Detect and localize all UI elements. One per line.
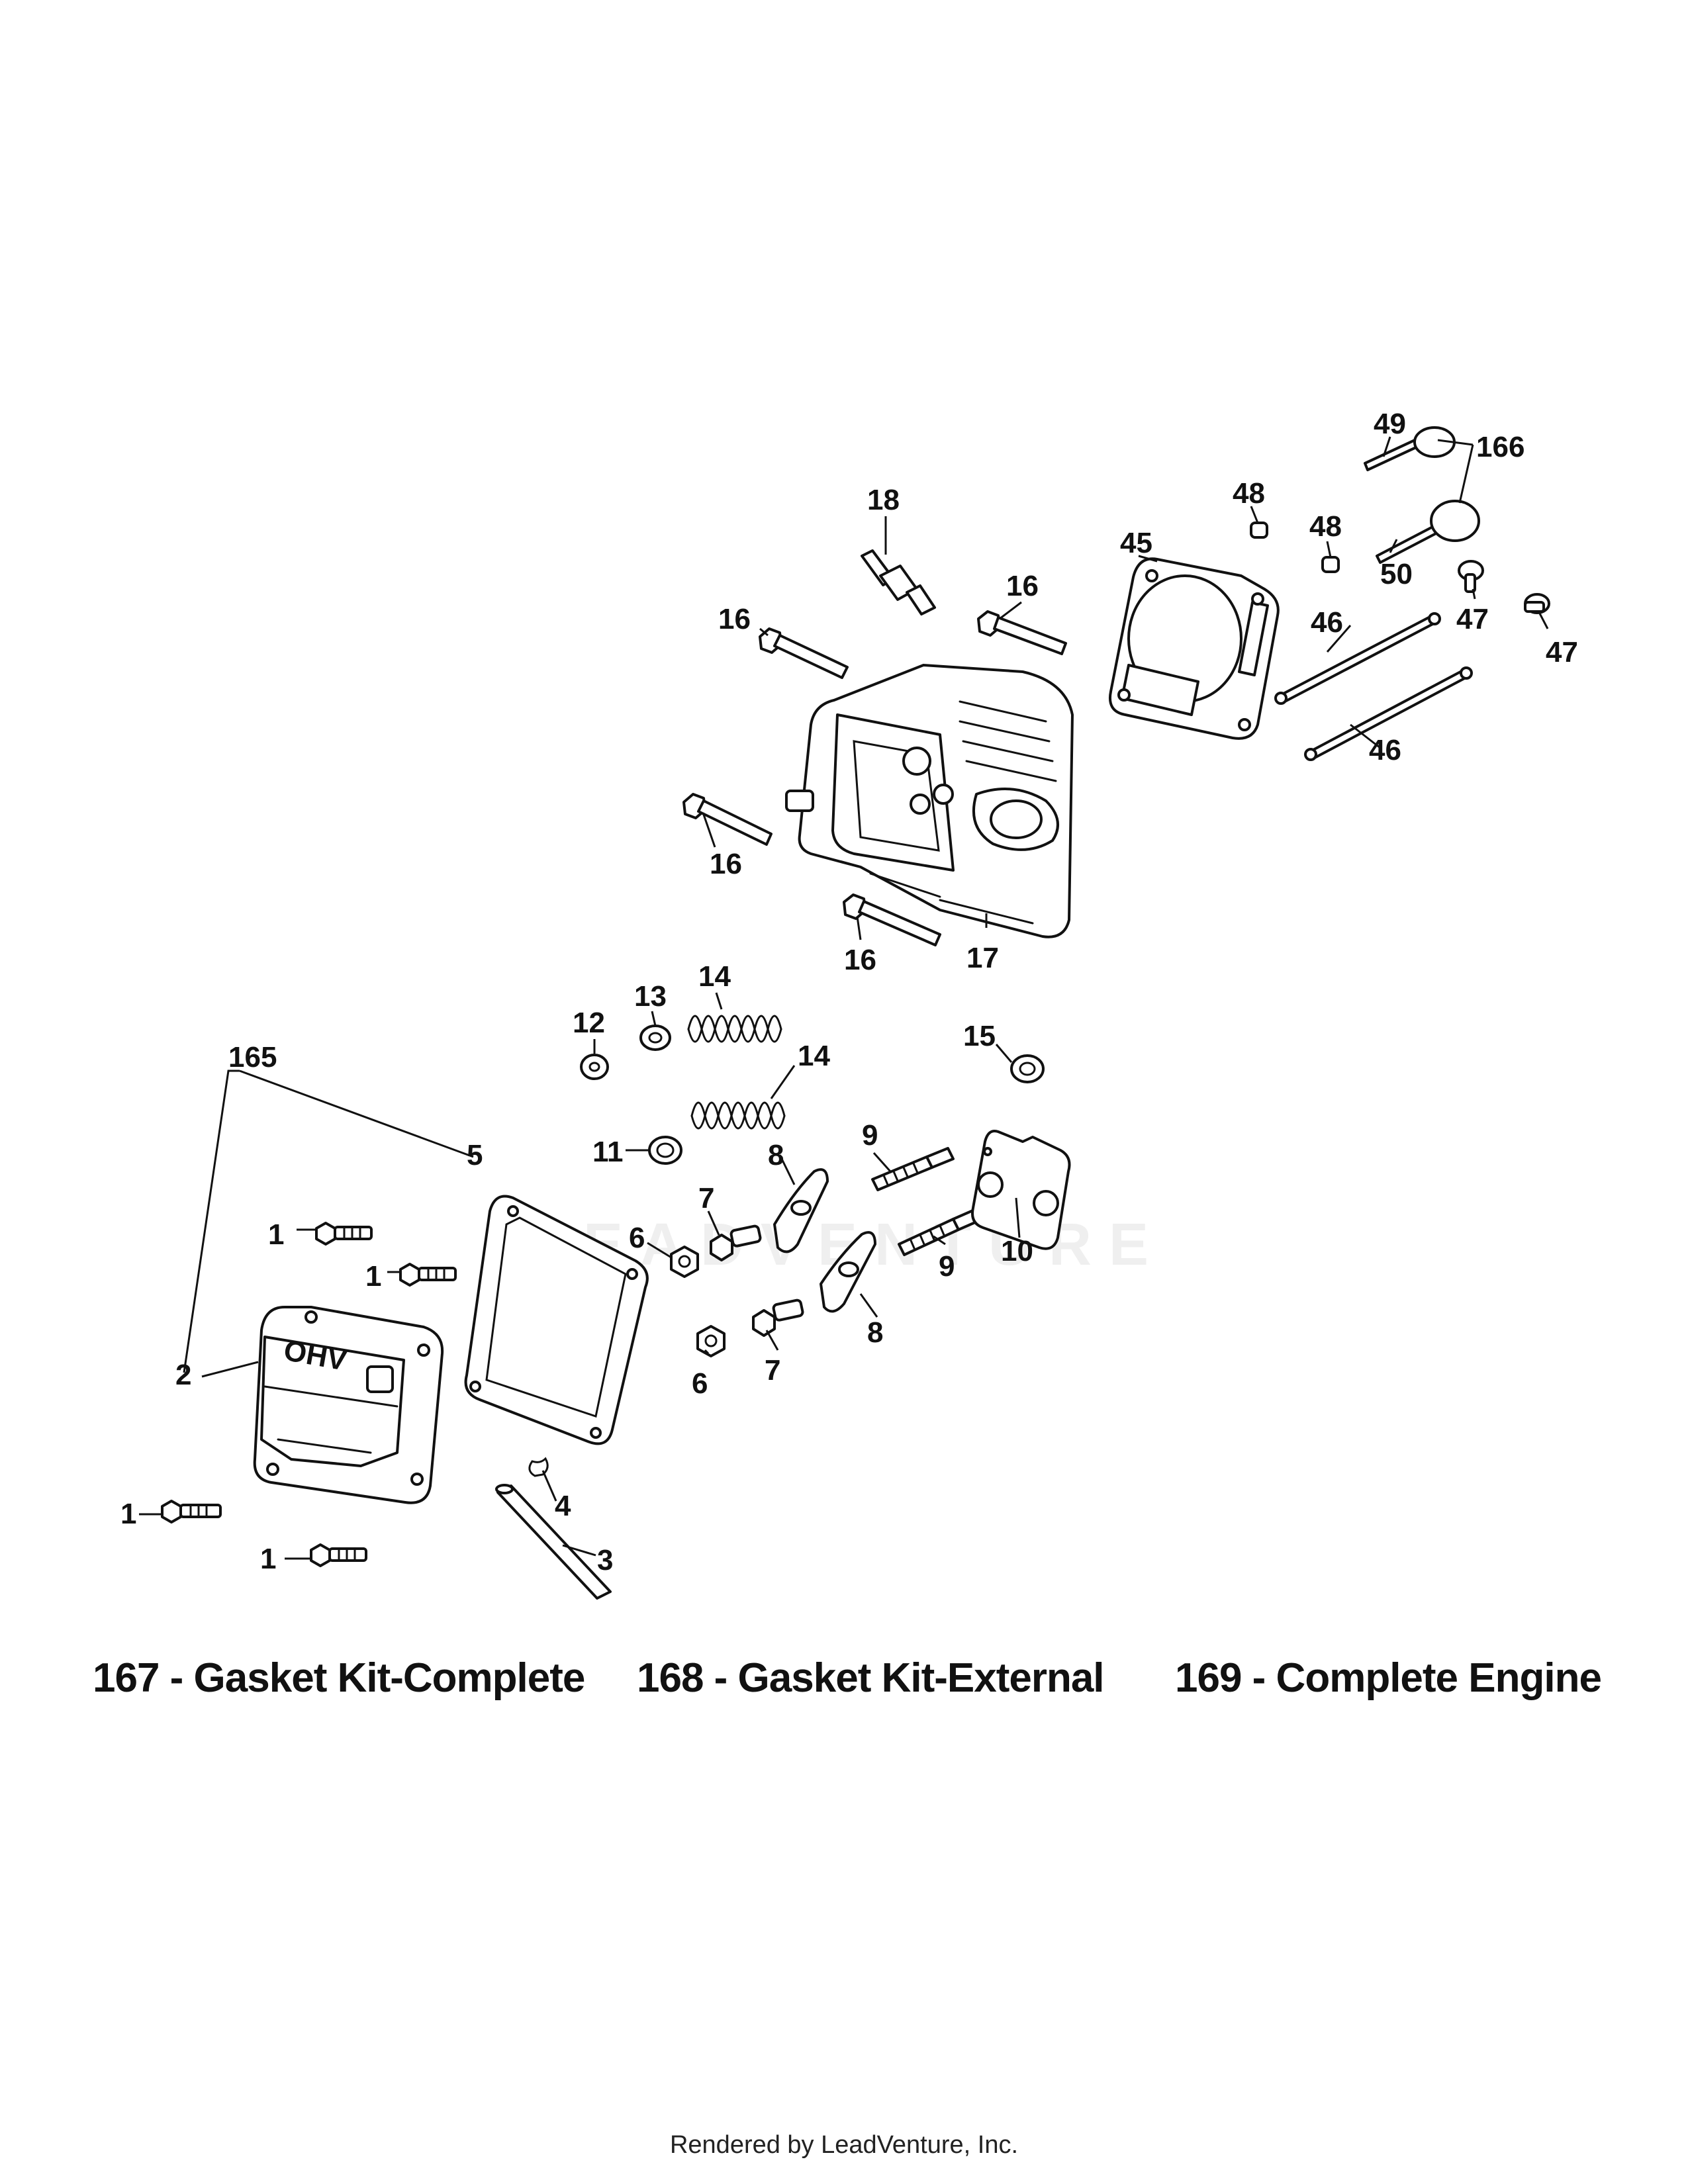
callout-6: 6 — [629, 1222, 645, 1254]
callout-47: 47 — [1456, 603, 1489, 635]
rocker-nut[interactable] — [670, 1246, 699, 1278]
callout-15: 15 — [963, 1020, 996, 1052]
callout-18: 18 — [867, 484, 900, 516]
head-bolt[interactable] — [759, 627, 849, 679]
valve-keeper[interactable] — [1321, 556, 1340, 573]
guide-plate[interactable] — [971, 1130, 1071, 1250]
callout-12: 12 — [573, 1007, 605, 1039]
callout-46: 46 — [1311, 606, 1343, 639]
callout-50: 50 — [1380, 558, 1413, 590]
callout-3: 3 — [597, 1544, 613, 1576]
callout-5: 5 — [467, 1139, 483, 1171]
callout-47: 47 — [1546, 636, 1578, 668]
leader-lines — [139, 436, 1549, 1560]
callout-7: 7 — [765, 1354, 780, 1387]
callout-1: 1 — [365, 1260, 381, 1293]
cover-bolt[interactable] — [315, 1222, 373, 1246]
exhaust-valve[interactable] — [1364, 426, 1456, 471]
kit-169-label[interactable]: 169 - Complete Engine — [1175, 1655, 1602, 1701]
pivot-bolt[interactable] — [710, 1224, 762, 1261]
callout-10: 10 — [1001, 1235, 1033, 1267]
rocker-arm[interactable] — [820, 1231, 876, 1313]
callout-16: 16 — [1006, 570, 1039, 602]
callout-48: 48 — [1309, 510, 1342, 543]
pushrod[interactable] — [1304, 666, 1473, 761]
callout-labels: 165 2 5 1 1 1 1 3 4 6 6 7 7 8 8 9 9 10 1… — [120, 408, 1578, 1576]
valve-washer[interactable] — [580, 1054, 609, 1080]
rocker-bushing[interactable] — [1010, 1054, 1045, 1083]
valve-keeper[interactable] — [1250, 522, 1268, 539]
callout-1: 1 — [260, 1543, 276, 1575]
kit-167-label[interactable]: 167 - Gasket Kit-Complete — [93, 1655, 585, 1701]
valve-tappet[interactable] — [1524, 593, 1550, 614]
callout-49: 49 — [1374, 408, 1406, 440]
callout-14: 14 — [798, 1040, 830, 1072]
cover-bolt[interactable] — [399, 1263, 457, 1287]
rocker-arm[interactable] — [773, 1168, 829, 1253]
valve-cover[interactable]: OHV — [253, 1306, 444, 1504]
callout-11: 11 — [592, 1136, 624, 1168]
valve-seal[interactable] — [648, 1136, 682, 1165]
callout-8: 8 — [768, 1139, 784, 1171]
breather-tube[interactable] — [495, 1484, 612, 1600]
cover-bolt[interactable] — [161, 1500, 222, 1524]
callout-8: 8 — [867, 1316, 883, 1349]
callout-9: 9 — [939, 1250, 955, 1283]
rocker-nut[interactable] — [696, 1325, 726, 1357]
head-bolt[interactable] — [843, 893, 941, 946]
callout-166: 166 — [1476, 431, 1524, 463]
tube-clip[interactable] — [528, 1457, 549, 1477]
rocker-stud[interactable] — [871, 1147, 955, 1191]
callout-1: 1 — [268, 1218, 284, 1251]
kit-168-label[interactable]: 168 - Gasket Kit-External — [637, 1655, 1105, 1701]
callout-16: 16 — [718, 603, 751, 635]
spark-plug[interactable] — [861, 549, 936, 615]
callout-46: 46 — [1369, 734, 1401, 766]
callout-1: 1 — [120, 1498, 136, 1530]
callout-165: 165 — [228, 1041, 277, 1073]
callout-9: 9 — [862, 1119, 878, 1152]
callout-14: 14 — [698, 960, 731, 993]
valve-cover-gasket[interactable] — [464, 1195, 649, 1445]
intake-valve[interactable] — [1376, 500, 1480, 564]
callout-17: 17 — [966, 942, 999, 974]
cylinder-head[interactable] — [785, 664, 1074, 938]
callout-7: 7 — [698, 1182, 714, 1214]
callout-45: 45 — [1120, 527, 1152, 559]
head-bolt[interactable] — [682, 793, 773, 846]
cover-bolt[interactable] — [310, 1543, 367, 1567]
head-bolt[interactable] — [977, 610, 1067, 655]
valve-spring[interactable] — [687, 1015, 782, 1043]
rocker-stud[interactable] — [898, 1208, 981, 1256]
head-gasket[interactable] — [1109, 557, 1280, 740]
callout-13: 13 — [634, 980, 667, 1013]
pushrod[interactable] — [1274, 612, 1441, 705]
callout-6: 6 — [692, 1367, 708, 1400]
callout-4: 4 — [555, 1490, 571, 1522]
pivot-bolt[interactable] — [752, 1298, 804, 1337]
valve-tappet[interactable] — [1458, 560, 1484, 593]
callout-2: 2 — [175, 1359, 191, 1391]
callout-48: 48 — [1233, 477, 1265, 510]
valve-spring[interactable] — [690, 1101, 786, 1130]
callout-16: 16 — [844, 944, 876, 976]
spring-retainer[interactable] — [639, 1024, 671, 1051]
footer-credit: Rendered by LeadVenture, Inc. — [669, 2131, 1019, 2159]
callout-16: 16 — [710, 848, 742, 880]
